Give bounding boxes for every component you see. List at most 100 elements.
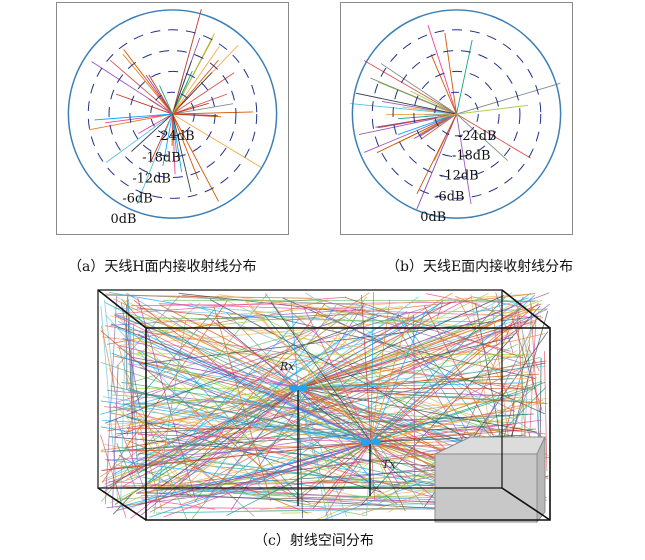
- ray-line: [137, 433, 372, 443]
- ray-line: [124, 362, 546, 449]
- ray-line: [172, 60, 192, 115]
- ray-line: [297, 387, 514, 397]
- ray-line: [230, 293, 533, 315]
- ray-line: [370, 434, 525, 443]
- ray-line: [381, 101, 457, 115]
- ray-line: [297, 319, 529, 389]
- ray-line: [114, 403, 203, 509]
- ray-line: [455, 296, 504, 316]
- ray-line: [515, 298, 541, 412]
- ray-line: [116, 441, 372, 511]
- ray-line: [416, 113, 457, 195]
- ray-line: [302, 306, 372, 443]
- ray-line: [117, 327, 372, 443]
- rays-group: [88, 9, 262, 205]
- ray-line: [296, 441, 372, 502]
- ray-line: [270, 302, 372, 443]
- ray-line: [123, 394, 521, 405]
- ray-line: [172, 113, 219, 202]
- ray-line: [376, 113, 457, 154]
- ray-line: [218, 294, 515, 334]
- ray-line: [327, 441, 372, 497]
- ray-line: [297, 387, 376, 484]
- ray-line: [138, 113, 173, 134]
- ray-line: [420, 113, 457, 140]
- ray-line: [162, 113, 173, 166]
- ray-line: [269, 299, 328, 316]
- ray-line: [370, 401, 545, 443]
- ray-line: [94, 113, 173, 121]
- ray-line: [297, 378, 513, 389]
- ray-line: [113, 307, 321, 320]
- ray-line: [188, 302, 525, 449]
- ray-line: [100, 306, 119, 503]
- rays-group: [99, 292, 550, 521]
- ray-line: [127, 390, 372, 443]
- ray-line: [410, 90, 457, 115]
- ray-line: [226, 311, 299, 389]
- ray-line: [104, 443, 367, 499]
- ray-line: [137, 387, 299, 474]
- ray-line: [252, 441, 372, 497]
- ray-line: [355, 92, 457, 115]
- rx-label: Rx: [279, 360, 295, 373]
- ray-line: [116, 407, 372, 443]
- ray-line: [398, 113, 457, 120]
- ray-line: [297, 292, 550, 389]
- ray-line: [115, 464, 218, 487]
- ray-line: [370, 399, 543, 443]
- ray-line: [226, 343, 519, 485]
- room-wireframe: [97, 289, 551, 521]
- ray-line: [172, 113, 215, 116]
- ring-label-minus-6db: -6dB: [434, 189, 464, 204]
- ray-line: [158, 303, 528, 317]
- ray-line: [149, 441, 372, 518]
- ray-line: [137, 302, 201, 356]
- ray-line: [115, 93, 173, 115]
- ray-line: [312, 441, 372, 510]
- ray-line: [297, 355, 524, 389]
- ray-line: [456, 104, 529, 115]
- ring-minus-12db: [108, 50, 237, 178]
- ray-line: [456, 113, 531, 159]
- ray-line: [456, 82, 561, 115]
- ray-line: [135, 387, 299, 389]
- ray-line: [325, 441, 372, 516]
- ray-line: [297, 296, 473, 389]
- ray-line: [106, 441, 372, 461]
- ray-line: [131, 356, 299, 389]
- rx-antenna-node: [289, 384, 308, 392]
- ring-minus-6db: [371, 29, 542, 199]
- ray-line: [370, 441, 406, 512]
- ray-line: [436, 113, 457, 119]
- ray-line: [297, 365, 547, 389]
- ray-line: [112, 405, 454, 504]
- ray-line: [297, 296, 419, 389]
- ring-label-minus-18db: -18dB: [142, 151, 180, 166]
- ray-line: [456, 113, 508, 161]
- ray-line: [363, 60, 457, 115]
- ray-line: [120, 323, 127, 508]
- ray-line: [456, 113, 472, 205]
- ray-line: [136, 113, 173, 205]
- ray-line: [380, 63, 457, 115]
- ray-line: [122, 338, 299, 389]
- ray-line: [172, 113, 199, 180]
- ring-minus-6db: [87, 29, 258, 199]
- ray-line: [130, 316, 372, 443]
- ray-line: [370, 295, 535, 443]
- ray-line: [131, 113, 173, 152]
- ray-line: [172, 111, 253, 115]
- ray-line: [172, 113, 262, 168]
- ray-line: [116, 443, 136, 488]
- ray-line: [121, 381, 543, 447]
- ring-label-0db: 0dB: [420, 210, 446, 225]
- ray-line: [370, 441, 401, 486]
- ray-line: [263, 314, 372, 443]
- ray-line: [152, 318, 299, 389]
- polar-plot-e-plane: -24dB -18dB -12dB -6dB 0dB: [340, 2, 573, 235]
- ray-line: [370, 312, 410, 443]
- ray-line: [297, 321, 536, 389]
- ray-line: [139, 366, 372, 443]
- ray-line: [118, 346, 163, 511]
